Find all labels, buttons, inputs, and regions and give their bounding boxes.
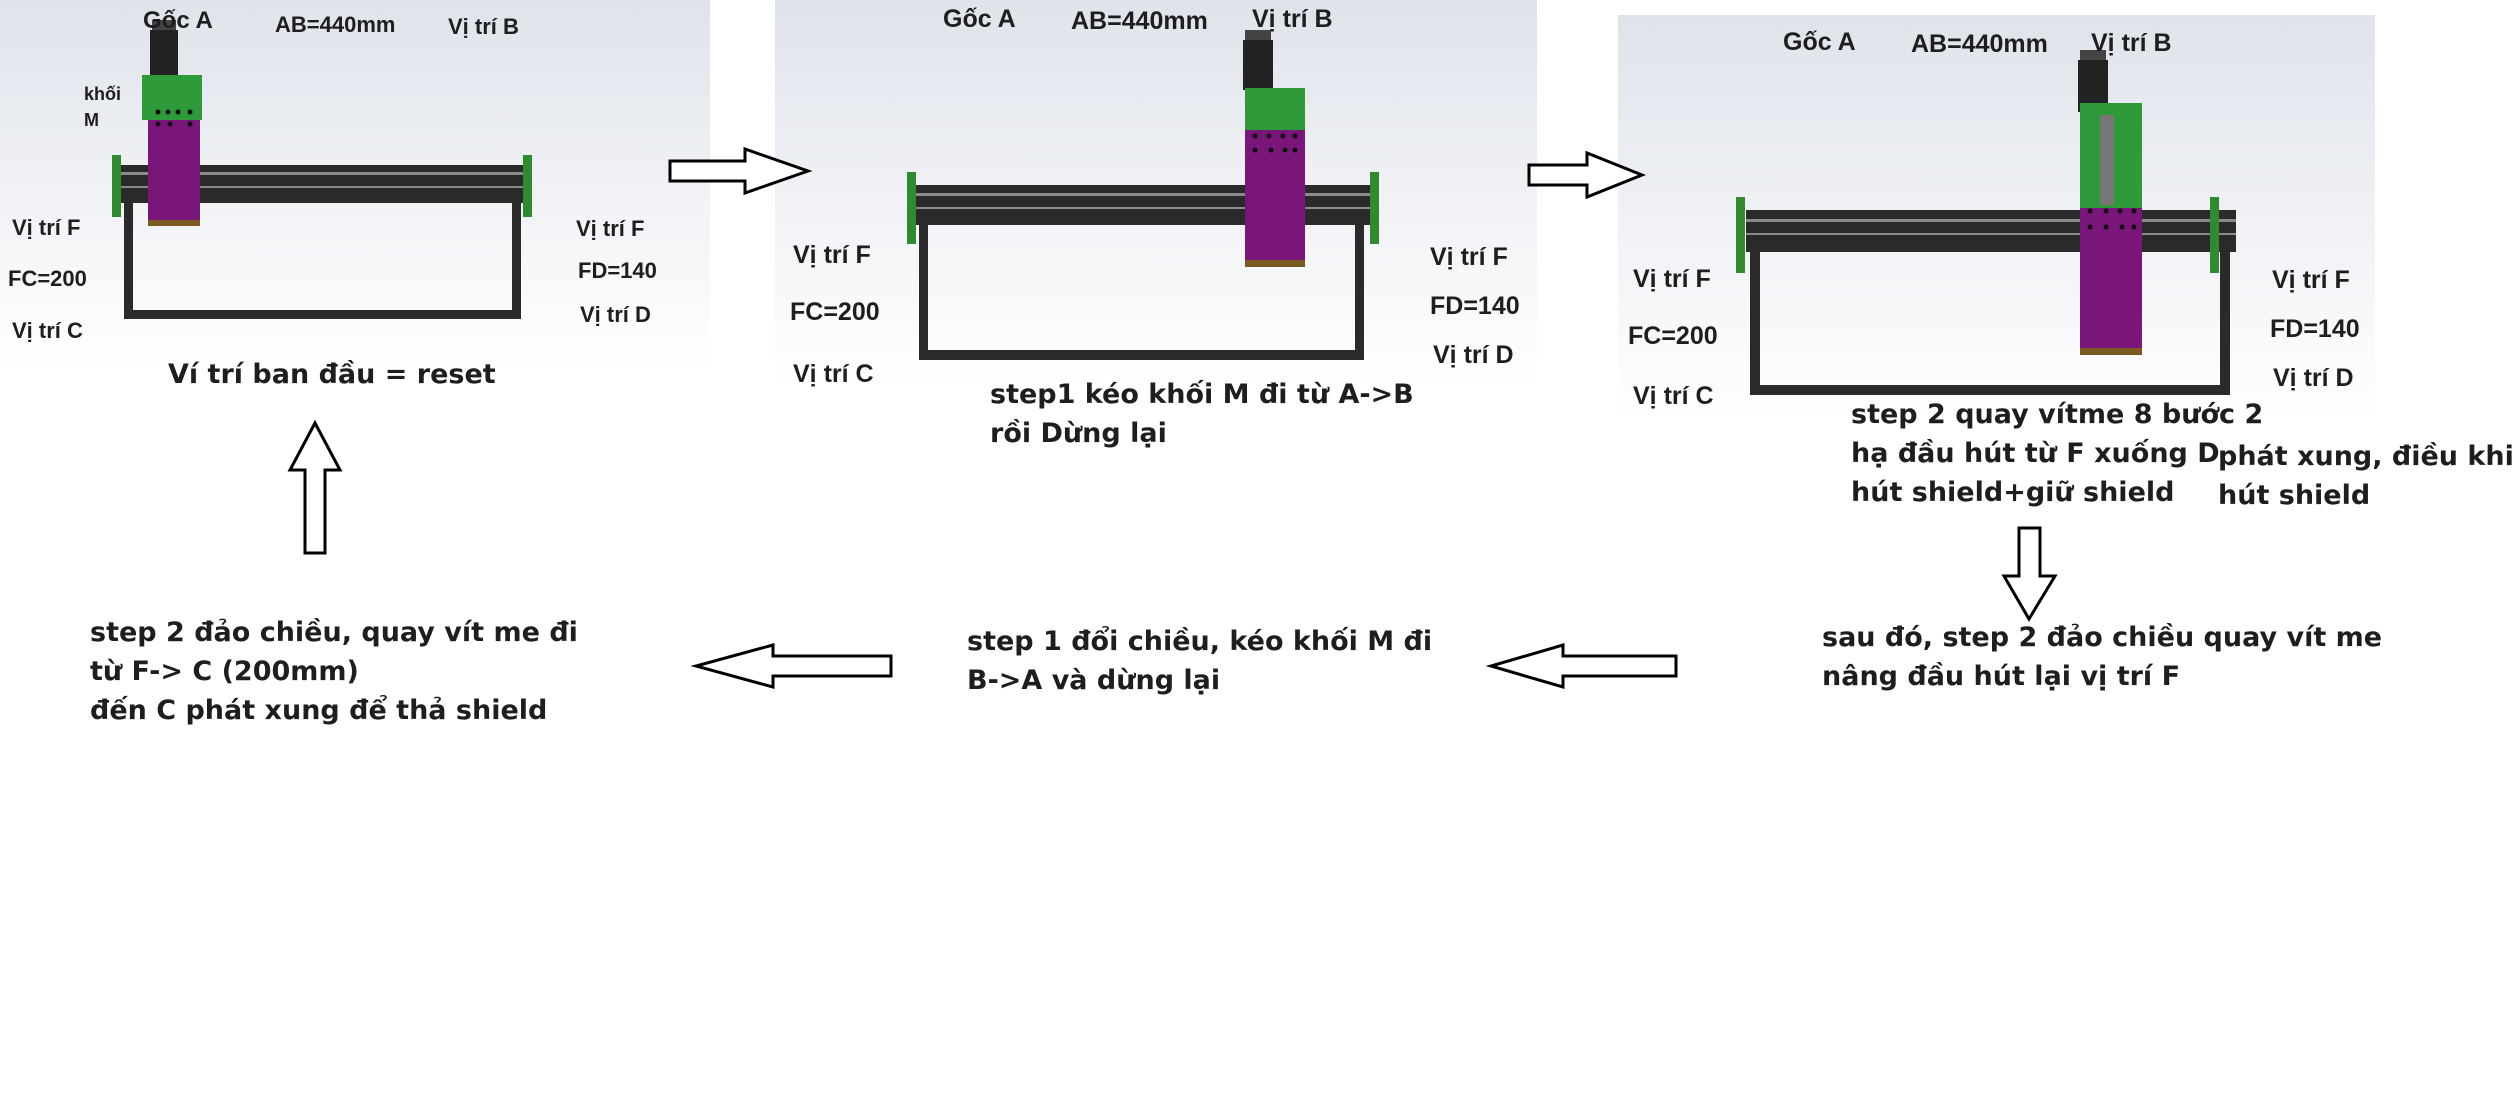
label-position-f-right-p3: Vị trí F xyxy=(2272,266,2350,294)
label-fd-distance: FD=140 xyxy=(578,258,657,283)
label-position-f-left: Vị trí F xyxy=(12,215,81,240)
cnc-machine-initial xyxy=(112,20,532,319)
caption-step1-line2: rồi Dừng lại xyxy=(990,418,1167,449)
caption-initial-state: Ví trí ban đầu = reset xyxy=(168,359,496,390)
label-position-b: Vị trí B xyxy=(1252,5,1333,33)
caption-raise-head: sau đó, step 2 đảo chiều quay vít me nân… xyxy=(1822,618,2382,696)
label-position-f-left: Vị trí F xyxy=(1633,265,1711,293)
label-position-f-right: Vị trí F xyxy=(576,216,645,241)
label-block-m-line1: khối xyxy=(84,84,122,104)
caption-release-shield-line1: step 2 đảo chiều, quay vít me đi xyxy=(90,617,578,648)
panel-step1-move-ab: Gốc A AB=440mm Vị trí B Vị trí F FC=200 … xyxy=(775,0,1537,388)
label-origin-a: Gốc A xyxy=(143,7,213,34)
label-position-c: Vị trí C xyxy=(793,360,874,388)
caption-return-ba: step 1 đổi chiều, kéo khối M đi B->A và … xyxy=(967,622,1432,700)
note-pulse-control-line1: phát xung, điều khiển xyxy=(2218,441,2514,472)
cnc-machine-step1 xyxy=(907,30,1379,360)
arrow-down-icon xyxy=(2001,526,2058,622)
caption-step2: step 2 quay vítme 8 bước 2 hạ đầu hút từ… xyxy=(1851,395,2263,512)
label-fc-distance: FC=200 xyxy=(1628,322,1718,350)
label-position-c: Vị trí C xyxy=(12,318,83,343)
caption-release-shield-line2: từ F-> C (200mm) xyxy=(90,656,359,687)
label-origin-a: Gốc A xyxy=(1783,28,1856,56)
caption-raise-head-line2: nâng đầu hút lại vị trí F xyxy=(1822,661,2181,692)
label-ab-length: AB=440mm xyxy=(275,12,396,37)
panel-step2-lower-head: Gốc A AB=440mm Vị trí B Vị trí F FC=200 … xyxy=(1618,15,2375,423)
label-block-m-line2: M xyxy=(84,110,99,130)
label-position-b: Vị trí B xyxy=(448,14,519,39)
caption-release-shield: step 2 đảo chiều, quay vít me đi từ F-> … xyxy=(90,613,578,730)
arrow-right-icon xyxy=(1527,150,1647,200)
label-ab-length: AB=440mm xyxy=(1911,30,2048,58)
arrow-left-icon xyxy=(690,643,893,689)
label-fc-distance: FC=200 xyxy=(8,266,87,291)
label-ab-length: AB=440mm xyxy=(1071,7,1208,35)
label-fc-distance: FC=200 xyxy=(790,298,880,326)
label-fd-distance-p3: FD=140 xyxy=(2270,315,2360,343)
arrow-right-icon xyxy=(668,146,813,196)
label-position-d: Vị trí D xyxy=(580,302,651,327)
label-position-d: Vị trí D xyxy=(1433,341,1514,369)
caption-step2-line2: hạ đầu hút từ F xuống D xyxy=(1851,438,2220,469)
caption-step2-line1: step 2 quay vítme 8 bước 2 xyxy=(1851,399,2264,430)
label-position-c: Vị trí C xyxy=(1633,382,1714,410)
caption-step2-line3: hút shield+giữ shield xyxy=(1851,477,2175,508)
caption-raise-head-line1: sau đó, step 2 đảo chiều quay vít me xyxy=(1822,622,2383,653)
caption-return-ba-line2: B->A và dừng lại xyxy=(967,665,1221,696)
label-origin-a: Gốc A xyxy=(943,5,1016,33)
label-position-b: Vị trí B xyxy=(2091,29,2172,57)
note-pulse-control: phát xung, điều khiển hút shield xyxy=(2218,437,2514,515)
caption-release-shield-line3: đến C phát xung để thả shield xyxy=(90,695,548,726)
note-pulse-control-line2: hút shield xyxy=(2218,480,2371,511)
arrow-up-icon xyxy=(287,419,343,555)
label-position-d-p3: Vị trí D xyxy=(2273,364,2354,392)
panel-initial-state: Gốc A AB=440mm Vị trí B khối M Vị trí F … xyxy=(0,0,710,370)
label-position-f-left: Vị trí F xyxy=(793,241,871,269)
label-fd-distance: FD=140 xyxy=(1430,292,1520,320)
label-position-f-right: Vị trí F xyxy=(1430,243,1508,271)
caption-step1-line1: step1 kéo khối M đi từ A->B xyxy=(990,379,1414,410)
arrow-left-icon xyxy=(1485,643,1678,689)
cnc-machine-step2 xyxy=(1736,50,2236,395)
caption-return-ba-line1: step 1 đổi chiều, kéo khối M đi xyxy=(967,626,1433,657)
caption-step1: step1 kéo khối M đi từ A->B rồi Dừng lại xyxy=(990,375,1414,453)
